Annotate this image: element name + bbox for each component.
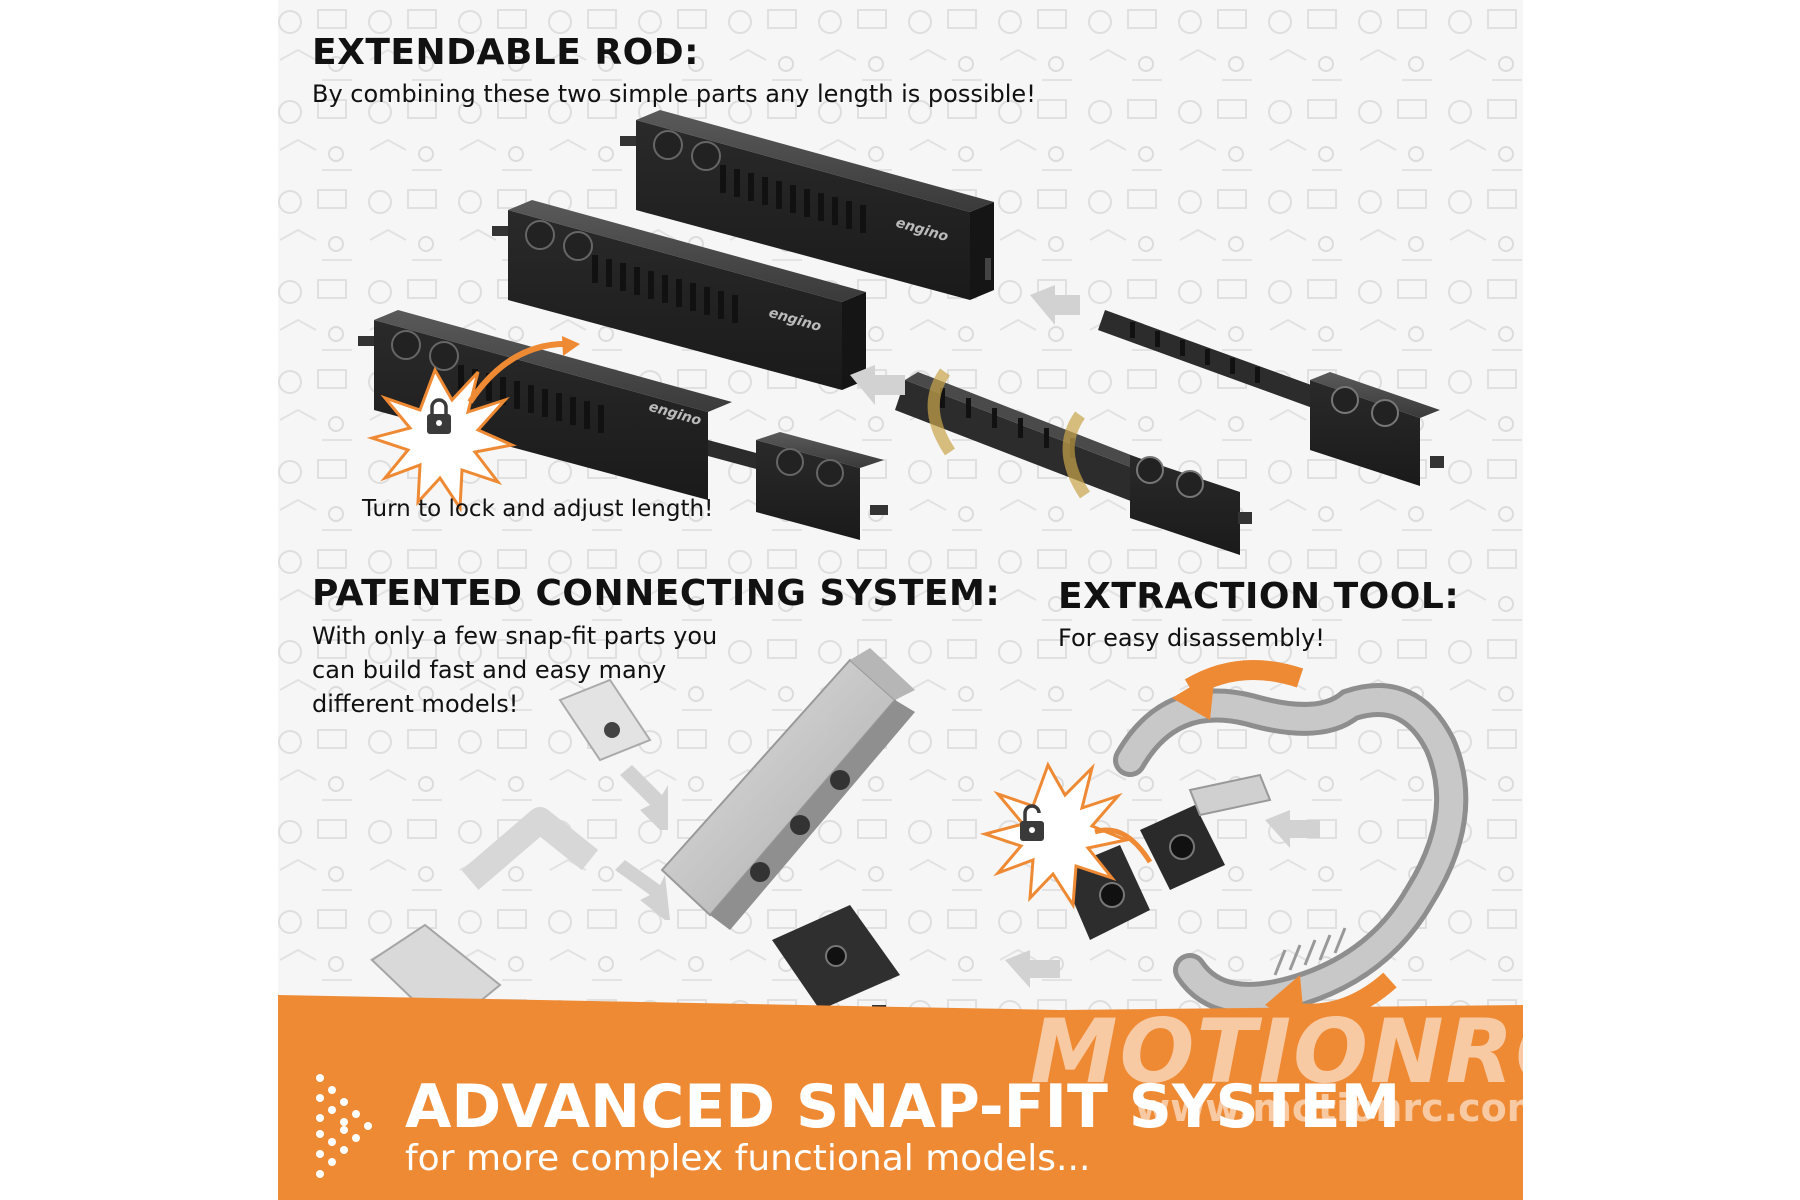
rod-subtitle: By combining these two simple parts any … xyxy=(312,80,1036,108)
unlock-icon xyxy=(1020,804,1044,841)
rod-title: EXTENDABLE ROD: xyxy=(312,32,699,73)
lock-icon xyxy=(427,398,451,434)
banner-title: ADVANCED SNAP-FIT SYSTEM xyxy=(405,1072,1401,1142)
lock-caption: Turn to lock and adjust length! xyxy=(362,496,714,522)
connect-line-2: can build fast and easy many xyxy=(312,656,667,684)
rod-lower-assembled xyxy=(358,310,888,540)
banner-subtitle: for more complex functional models... xyxy=(405,1138,1091,1179)
arrow-dots-icon xyxy=(316,1074,372,1178)
rod-upper xyxy=(620,110,994,300)
banner-background xyxy=(278,995,1523,1200)
tool-title: EXTRACTION TOOL: xyxy=(1058,576,1460,617)
connect-title: PATENTED CONNECTING SYSTEM: xyxy=(312,573,1001,614)
unlock-burst xyxy=(979,761,1153,910)
watermark-url: www.motionrc.com xyxy=(1135,1086,1547,1130)
watermark-logo: MOTIONRC xyxy=(1030,1000,1582,1103)
rod-connector-piece xyxy=(895,368,1252,555)
connect-line-1: With only a few snap-fit parts you xyxy=(312,622,718,650)
tool-subtitle: For easy disassembly! xyxy=(1058,624,1325,652)
rod-middle xyxy=(492,200,866,390)
rod-extension-piece xyxy=(1098,310,1444,486)
connect-line-3: different models! xyxy=(312,690,519,718)
direction-arrows xyxy=(615,285,1320,988)
lock-burst xyxy=(366,336,580,513)
